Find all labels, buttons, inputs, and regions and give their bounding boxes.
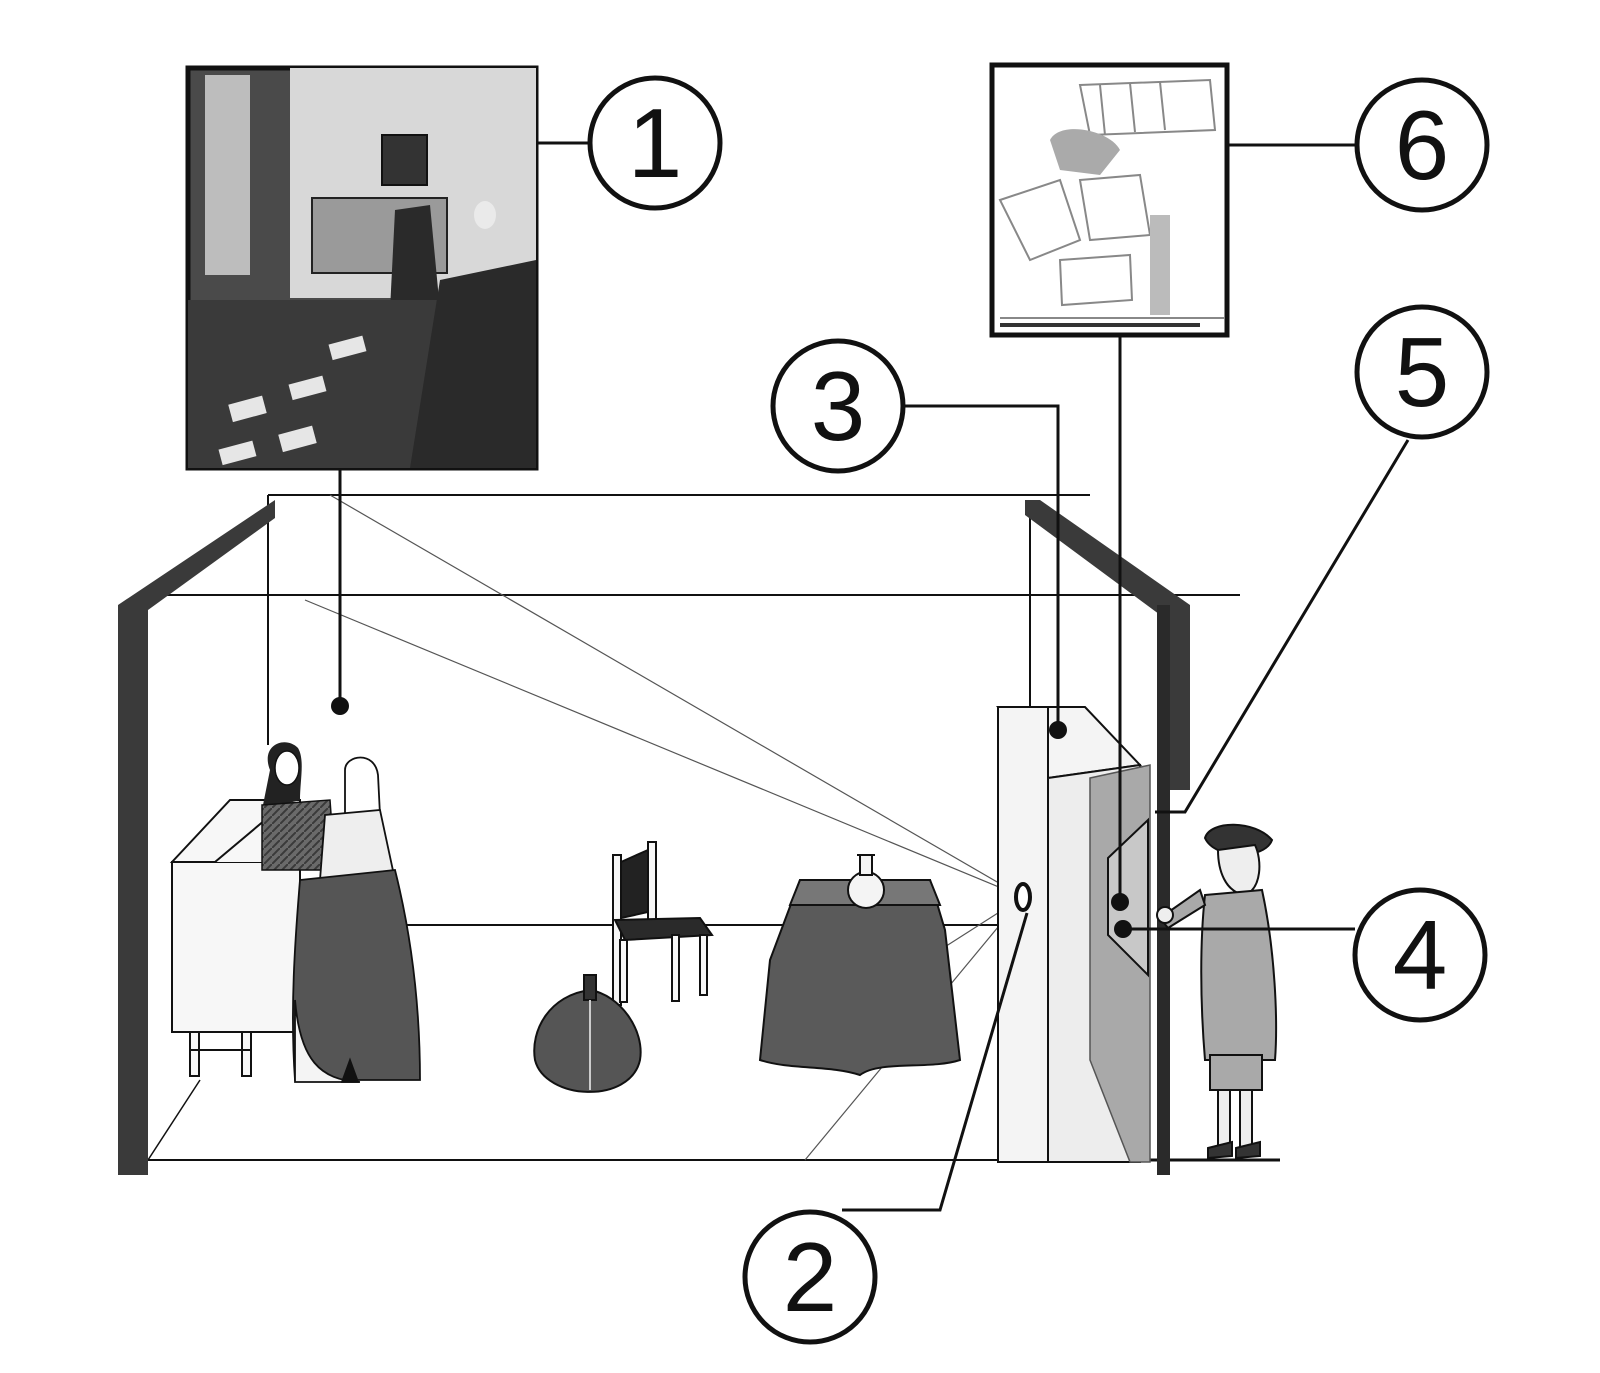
gentleman-figure <box>292 756 421 1083</box>
callout-5-number: 5 <box>1395 317 1450 427</box>
callout-1: 1 <box>587 75 723 211</box>
leader-dots <box>331 697 1132 938</box>
leader-lines <box>338 141 1410 1212</box>
callout-4: 4 <box>1352 887 1488 1023</box>
camera-box <box>996 706 1151 1163</box>
callout-3-number: 3 <box>811 351 866 461</box>
draped-table <box>758 879 962 1077</box>
callout-2: 2 <box>742 1209 878 1345</box>
callout-4-number: 4 <box>1393 900 1448 1010</box>
left-wall <box>118 500 275 1175</box>
chair <box>612 841 714 1006</box>
right-wall <box>1025 500 1190 790</box>
callout-2-number: 2 <box>783 1222 838 1332</box>
callout-1-number: 1 <box>628 88 683 198</box>
inset-projected-image <box>989 62 1230 338</box>
observer-figure <box>1156 823 1278 1160</box>
viola-da-gamba <box>533 974 642 1093</box>
callout-3: 3 <box>770 338 906 474</box>
right-wall-post <box>1157 605 1170 1175</box>
lady-figure <box>261 742 336 871</box>
lens-aperture <box>1014 882 1032 912</box>
callout-6-number: 6 <box>1395 90 1450 200</box>
jug <box>847 854 885 909</box>
inset-painting-music-lesson <box>185 65 539 471</box>
callout-6: 6 <box>1354 77 1490 213</box>
box-front <box>997 706 1049 1163</box>
callout-5: 5 <box>1354 304 1490 440</box>
